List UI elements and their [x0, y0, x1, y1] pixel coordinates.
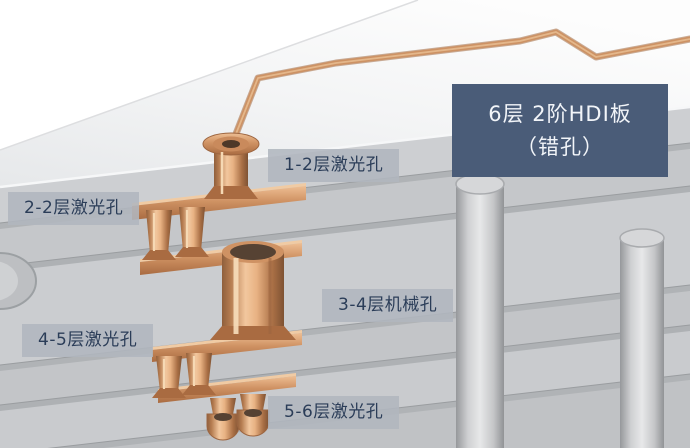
- via-4-5-laser-pair: [152, 353, 216, 398]
- through-hole-cylinder: [620, 238, 664, 448]
- board-top-surface: [0, 0, 690, 187]
- figure-title-line1: 6层 2阶HDI板: [488, 102, 632, 126]
- via-hole-opening: [230, 244, 276, 260]
- copper-structures: [132, 132, 306, 441]
- through-hole-cylinder: [456, 184, 504, 448]
- label-via-1-2: 1-2层激光孔: [268, 149, 400, 182]
- label-via-2-2: 2-2层激光孔: [8, 192, 140, 225]
- via-1-2-laser: [202, 132, 260, 199]
- top-copper-trace: [228, 28, 690, 148]
- figure-title-line2: （错孔）: [516, 134, 604, 159]
- label-via-3-4: 3-4层机械孔: [322, 289, 454, 322]
- label-via-4-5: 4-5层激光孔: [22, 324, 154, 357]
- via-5-6-laser-pair: [206, 394, 270, 441]
- figure-title: 6层 2阶HDI板 （错孔）: [452, 84, 668, 178]
- via-hole-opening: [222, 140, 240, 148]
- label-via-5-6: 5-6层激光孔: [268, 396, 400, 429]
- via-3-4-mechanical: [210, 241, 296, 340]
- through-hole-cylinders: [455, 173, 665, 448]
- via-2-2-laser-pair: [142, 207, 209, 260]
